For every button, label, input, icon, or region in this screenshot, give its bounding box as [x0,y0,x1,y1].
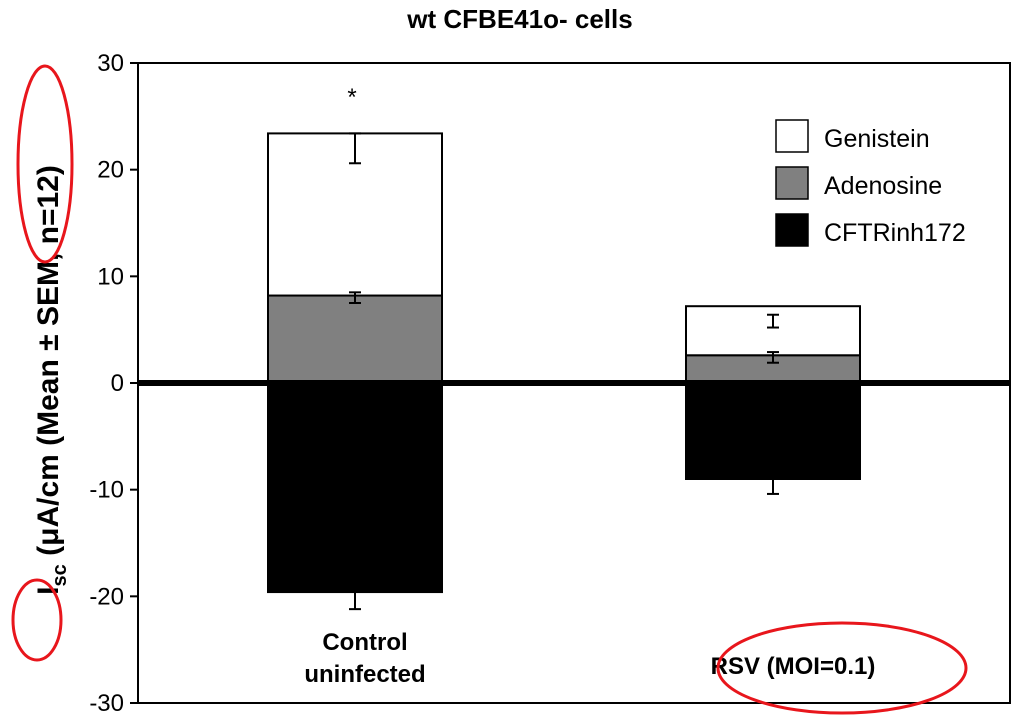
y-tick-label: 20 [97,157,124,184]
category-label: Control [322,629,407,656]
legend-label: CFTRinh172 [824,219,966,247]
y-tick-label: -10 [89,477,124,504]
category-labels: Control uninfected RSV (MOI=0.1) [304,629,875,688]
y-tick-label: -30 [89,690,124,717]
plot-area [137,62,1011,704]
y-axis-label-sub: sc [49,564,71,586]
highlight-ellipse [16,64,74,264]
highlight-marks [11,64,968,715]
highlight-ellipse [716,621,968,715]
annotations: * [347,84,356,111]
y-tick-label: 30 [97,50,124,77]
bar-genistein [685,305,861,357]
bar-cftrinh172 [267,382,443,594]
legend-label: Genistein [824,125,930,153]
significance-marker: * [347,84,356,111]
legend-label: Adenosine [824,172,942,200]
svg-text:Isc (μA/cm (Mean ± SEM, n=12): Isc (μA/cm (Mean ± SEM, n=12) [32,165,71,595]
chart-title: wt CFBE41o- cells [406,4,632,34]
bar-cftrinh172 [685,382,861,480]
bar-adenosine [267,294,443,384]
y-tick-label: -20 [89,583,124,610]
legend-swatch-adenosine [775,166,809,200]
highlight-ellipse [11,578,63,662]
y-axis-label-main: I [32,586,65,594]
legend-swatch-genistein [775,119,809,153]
legend-swatch-cftrinh172 [775,213,809,247]
category-label: uninfected [304,661,425,688]
y-axis-label-rest: (μA/cm (Mean ± SEM, n=12) [32,165,65,564]
y-ticks: 30 20 10 0 -10 -20 -30 [89,50,138,717]
category-label: RSV (MOI=0.1) [711,653,876,680]
y-tick-label: 0 [111,370,124,397]
y-tick-label: 10 [97,263,124,290]
y-axis-label: Isc (μA/cm (Mean ± SEM, n=12) [32,165,71,595]
